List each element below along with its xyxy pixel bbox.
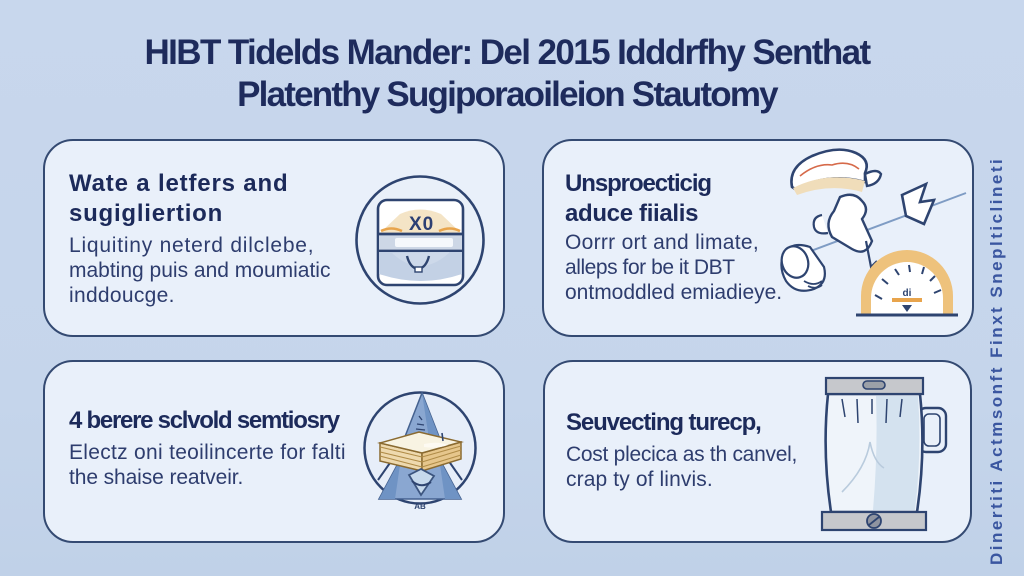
svg-text:X0: X0 bbox=[409, 214, 434, 235]
svg-text:AB: AB bbox=[414, 502, 426, 510]
svg-text:di: di bbox=[903, 288, 912, 299]
